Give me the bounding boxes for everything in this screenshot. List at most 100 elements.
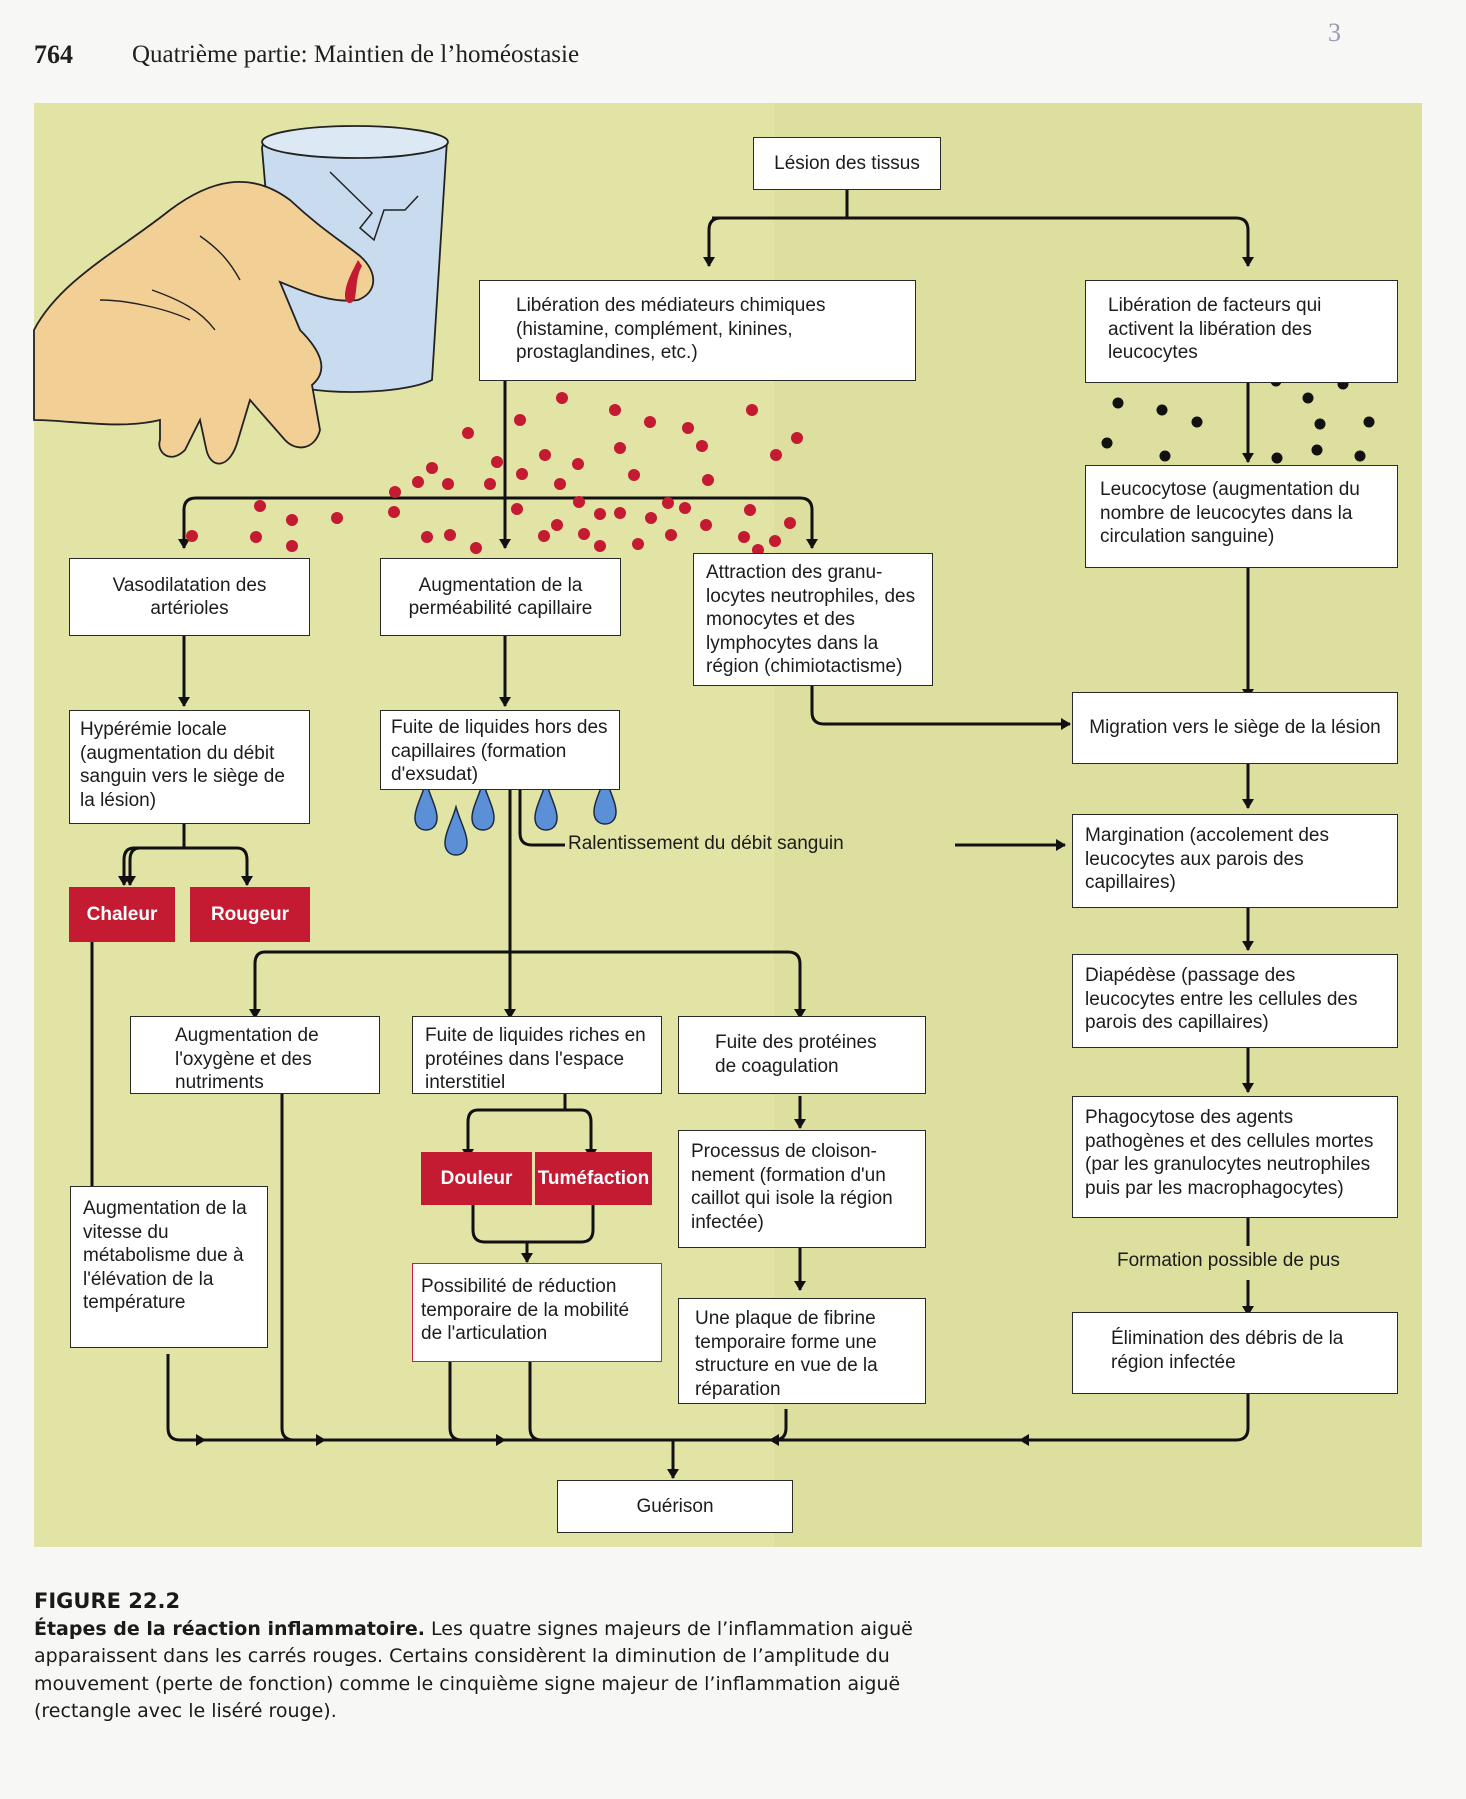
mediator-dot — [738, 531, 750, 543]
leukocyte-dot — [1112, 397, 1124, 409]
mediator-dot — [594, 540, 606, 552]
mediator-dot — [426, 462, 438, 474]
box-reduced-mobility: Possibilité de réduction temporaire de l… — [412, 1263, 662, 1362]
mediator-dot — [556, 392, 568, 404]
mediator-dot — [662, 497, 674, 509]
figure-label: FIGURE 22.2 — [34, 1589, 181, 1613]
box-chemotaxis: Attraction des granu- locytes neutrophil… — [693, 553, 933, 686]
leukocyte-dot — [1314, 418, 1326, 430]
figure-caption: FIGURE 22.2 Étapes de la réaction inflam… — [34, 1588, 914, 1726]
box-debris-elimination: Élimination des débris de la région infe… — [1072, 1312, 1398, 1394]
mediator-dot — [572, 458, 584, 470]
label-blood-flow-slowing: Ralentissement du débit sanguin — [568, 833, 844, 854]
fluid-drop-icon — [414, 779, 438, 831]
hand-glass-illustration — [33, 125, 449, 465]
leukocyte-dot — [1354, 450, 1366, 462]
label-pus-formation: Formation possible de pus — [1117, 1250, 1340, 1271]
mediator-dot — [746, 404, 758, 416]
mediator-dot — [632, 538, 644, 550]
box-local-hyperemia: Hypérémie locale (augmentation du débit … — [69, 710, 310, 824]
box-protein-rich-fluid: Fuite de liquides riches en protéines da… — [412, 1016, 662, 1094]
mediator-dot — [770, 449, 782, 461]
leukocyte-dot — [1363, 416, 1375, 428]
blood-drop-icon — [345, 260, 362, 304]
box-chemical-mediators: Libération des médiateurs chimiques (his… — [479, 280, 916, 381]
mediator-dot — [769, 535, 781, 547]
figure-title: Étapes de la réaction inflammatoire. — [34, 1617, 425, 1640]
mediator-dot — [412, 476, 424, 488]
mediator-dot — [286, 514, 298, 526]
figure-caption-text: Les quatre signes majeurs de l’inflammat… — [34, 1617, 913, 1723]
fluid-drop-icon — [444, 804, 468, 856]
leukocyte-dot — [1101, 437, 1113, 449]
box-fluid-leak: Fuite de liquides hors des capillaires (… — [380, 710, 620, 790]
mediator-dot — [286, 540, 298, 552]
leukocyte-dot — [1156, 404, 1168, 416]
fluid-drop-icon — [471, 779, 495, 831]
box-fibrin-plaque: Une plaque de fibrine temporaire forme u… — [678, 1298, 926, 1404]
sign-swelling: Tuméfaction — [535, 1152, 652, 1205]
box-healing: Guérison — [557, 1480, 793, 1533]
mediator-dot — [491, 456, 503, 468]
sign-pain: Douleur — [421, 1152, 532, 1205]
part-title: Quatrième partie: Maintien de l’homéosta… — [132, 41, 580, 68]
mediator-dot — [644, 416, 656, 428]
mediator-dot — [511, 503, 523, 515]
mediator-dot — [539, 449, 551, 461]
box-tissue-injury: Lésion des tissus — [753, 137, 941, 190]
mediator-dot — [696, 440, 708, 452]
mediator-dot — [442, 478, 454, 490]
mediator-dot — [484, 478, 496, 490]
box-migration: Migration vers le siège de la lésion — [1072, 692, 1398, 764]
mediator-dot — [578, 528, 590, 540]
mediator-dot — [645, 512, 657, 524]
mediator-dot — [388, 506, 400, 518]
mediator-dot — [609, 404, 621, 416]
box-metabolism: Augmentation de la vitesse du métabolism… — [70, 1186, 268, 1348]
mediator-dot — [665, 529, 677, 541]
box-leukocytosis: Leucocytose (augmentation du nombre de l… — [1085, 465, 1398, 568]
leukocyte-dot — [1271, 452, 1283, 464]
mediator-dot — [702, 474, 714, 486]
box-leukocyte-factors: Libération de facteurs qui activent la l… — [1085, 280, 1398, 383]
mediator-dot — [594, 508, 606, 520]
mediator-dot — [628, 469, 640, 481]
sign-heat: Chaleur — [69, 887, 175, 942]
leukocyte-dot — [1302, 392, 1314, 404]
mediator-dot — [554, 478, 566, 490]
mediator-dot — [250, 531, 262, 543]
hand-icon — [33, 180, 375, 465]
mediator-dot — [614, 507, 626, 519]
mediator-dot — [784, 517, 796, 529]
box-phagocytosis: Phagocytose des agents pathogènes et des… — [1072, 1096, 1398, 1218]
fluid-drop-icon — [593, 773, 617, 825]
mediator-dot — [551, 519, 563, 531]
box-oxygen-nutrients: Augmentation de l'oxygène et des nutrime… — [130, 1016, 380, 1094]
mediator-dot — [421, 531, 433, 543]
mediator-dot — [470, 542, 482, 554]
box-capillary-permeability: Augmentation de la perméabilité capillai… — [380, 558, 621, 636]
mediator-dot — [462, 427, 474, 439]
mediator-dot — [389, 486, 401, 498]
mediator-dot — [444, 529, 456, 541]
mediator-dot — [186, 530, 198, 542]
margin-mark: 3 — [1328, 18, 1341, 47]
mediator-dot — [254, 500, 266, 512]
sign-redness: Rougeur — [190, 887, 310, 942]
mediator-dot — [538, 530, 550, 542]
box-vasodilatation: Vasodilatation des artérioles — [69, 558, 310, 636]
chemical-mediator-dots — [186, 354, 803, 556]
mediator-dot — [573, 496, 585, 508]
mediator-dot — [516, 468, 528, 480]
mediator-dot — [700, 519, 712, 531]
mediator-dot — [682, 422, 694, 434]
box-diapedesis: Diapédèse (passage des leucocytes entre … — [1072, 954, 1398, 1048]
mediator-dot — [514, 414, 526, 426]
leukocyte-dot — [1191, 416, 1203, 428]
mediator-dot — [679, 502, 691, 514]
box-margination: Margination (accolement des leucocytes a… — [1072, 814, 1398, 908]
leukocyte-dot — [1159, 450, 1171, 462]
mediator-dot — [614, 442, 626, 454]
mediator-dot — [744, 504, 756, 516]
